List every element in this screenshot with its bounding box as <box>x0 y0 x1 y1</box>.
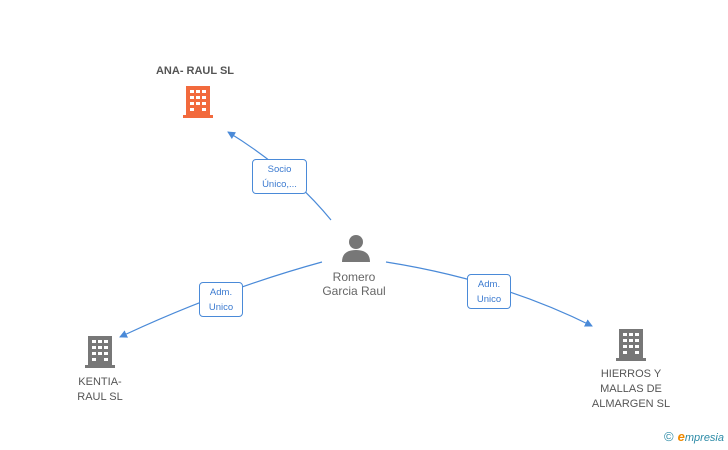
edge-label-line2: Unico <box>476 294 502 305</box>
company-label-ana-raul[interactable]: ANA- RAUL SL <box>140 64 250 79</box>
person-name-line1: Romero <box>332 270 376 284</box>
edge-label-socio[interactable]: Socio Único,... <box>252 159 307 194</box>
person-name-line2: Garcia Raul <box>322 284 386 298</box>
edge-label-line2: Único,... <box>262 179 297 190</box>
edge-label-adm-kentia[interactable]: Adm. Unico <box>199 282 243 317</box>
company-name-line3: ALMARGEN SL <box>591 398 671 410</box>
edge-label-line1: Socio <box>267 164 292 175</box>
building-icon[interactable] <box>616 329 646 361</box>
edge-label-line1: Adm. <box>477 279 501 290</box>
edge-label-line1: Adm. <box>209 287 233 298</box>
brand-logo-e: e <box>677 429 685 444</box>
edge-label-adm-hierros[interactable]: Adm. Unico <box>467 274 511 309</box>
brand-logo-text: mpresia <box>684 432 724 444</box>
person-label[interactable]: Romero Garcia Raul <box>304 270 404 298</box>
company-name: ANA- RAUL SL <box>155 65 234 77</box>
building-icon[interactable] <box>85 336 115 368</box>
company-label-hierros[interactable]: HIERROS Y MALLAS DE ALMARGEN SL <box>576 367 686 412</box>
company-name-line2: RAUL SL <box>77 391 123 403</box>
company-label-kentia[interactable]: KENTIA- RAUL SL <box>50 375 150 405</box>
building-icon[interactable] <box>183 86 213 118</box>
copyright-icon: © <box>664 429 674 444</box>
company-name-line2: MALLAS DE <box>600 383 662 395</box>
person-icon[interactable] <box>342 235 370 262</box>
brand-footer: ©empresia <box>664 429 724 444</box>
company-name-line1: HIERROS Y <box>600 368 662 380</box>
company-name-line1: KENTIA- <box>78 376 122 388</box>
edge-label-line2: Unico <box>208 302 234 313</box>
